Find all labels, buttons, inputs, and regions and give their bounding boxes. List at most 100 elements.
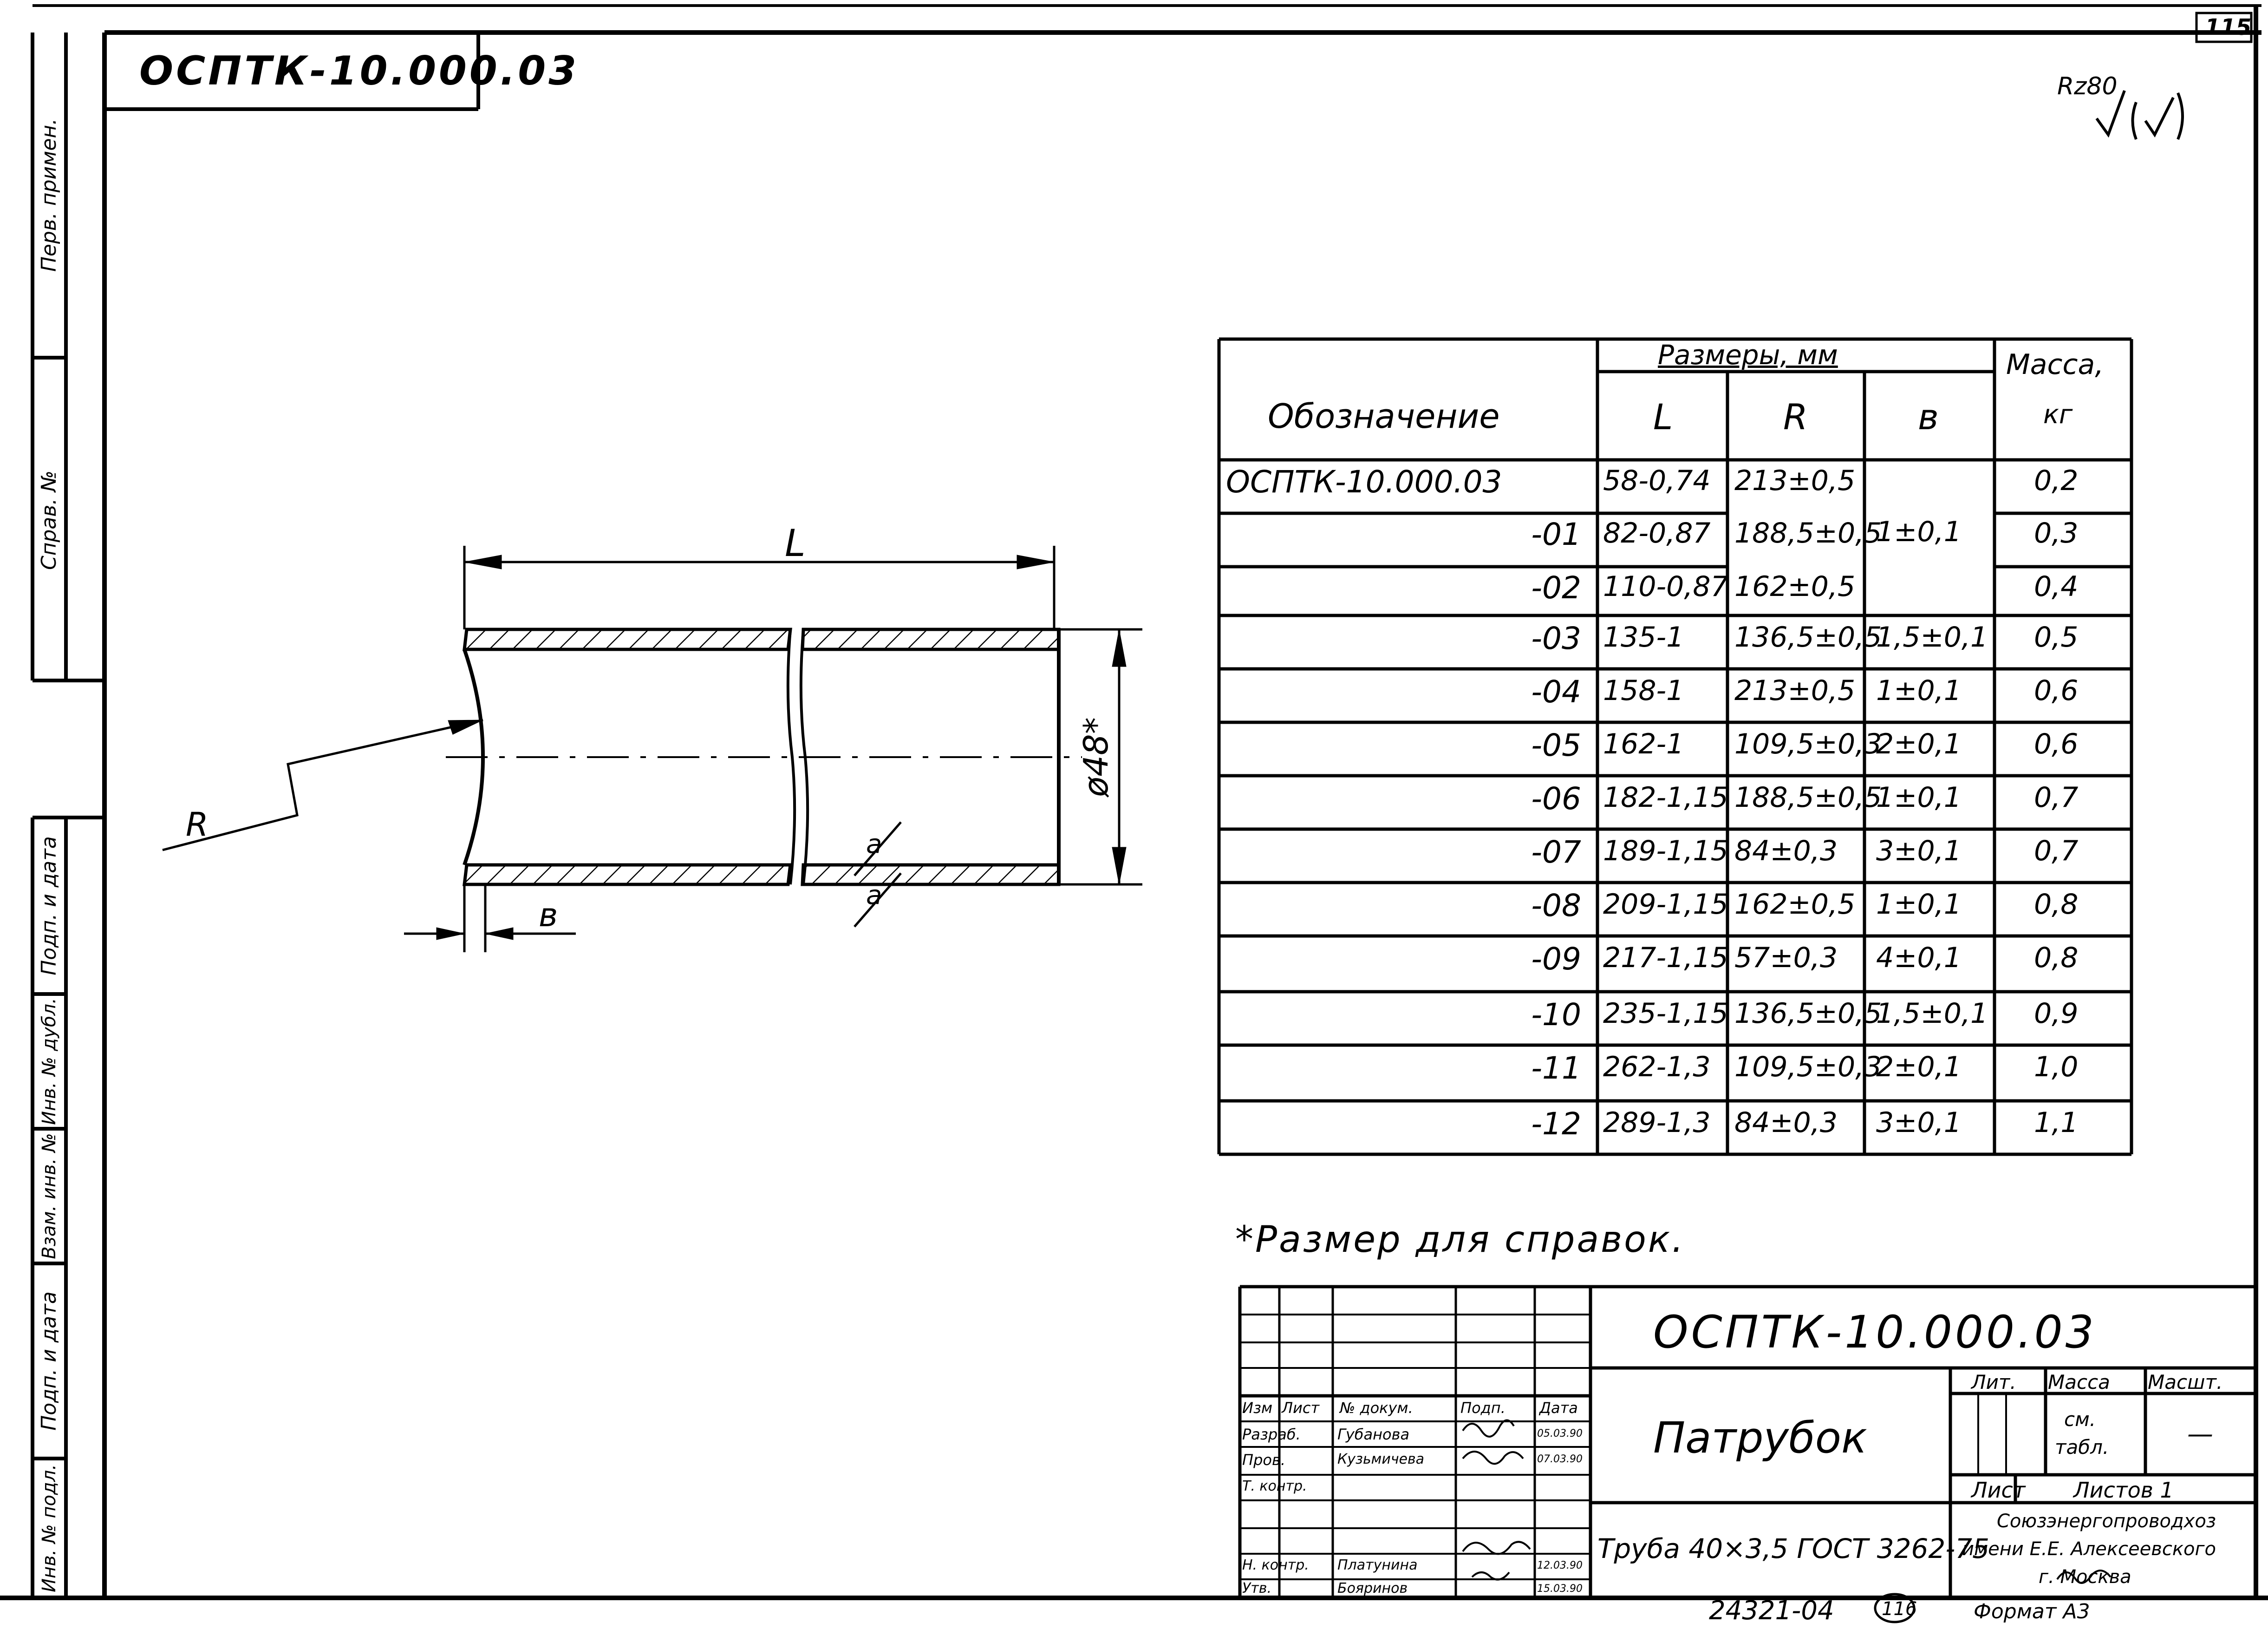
row-R: 213±0,5 [1734, 674, 1856, 707]
role-developer-name: Губанова [1337, 1426, 1410, 1443]
row-mass: 0,7 [2034, 835, 2079, 867]
role-approver: Утв. [1242, 1580, 1271, 1596]
row-L: 82-0,87 [1603, 517, 1711, 550]
row-b: 1±0,1 [1876, 516, 1962, 548]
table-header-mass: Масса, [2006, 348, 2104, 381]
row-b: 3±0,1 [1876, 835, 1962, 867]
side-stamp-replace-inv: Взам. инв. № [39, 1133, 60, 1259]
mass-label: Масса [2048, 1371, 2110, 1393]
row-mass: 1,0 [2034, 1051, 2079, 1083]
table-header-dimensions: Размеры, мм [1658, 339, 1838, 371]
table-header-R: R [1783, 396, 1808, 438]
organization-line-2: имени Е.Е. Алексеевского [1962, 1538, 2216, 1560]
row-R: 109,5±0,3 [1734, 728, 1882, 760]
row-R: 213±0,5 [1734, 464, 1856, 497]
role-norm-control-date: 12.03.90 [1537, 1560, 1583, 1571]
row-mass: 0,8 [2034, 942, 2079, 974]
section-mark-top: а [866, 829, 882, 859]
format-label: Формат А3 [1974, 1600, 2090, 1623]
row-L: 110-0,87 [1603, 570, 1728, 603]
mass-value-line-2: табл. [2055, 1436, 2109, 1459]
table-header-mass-unit: кг [2043, 399, 2073, 430]
role-approver-name: Бояринов [1337, 1580, 1408, 1596]
table-header-designation: Обозначение [1268, 397, 1500, 436]
side-stamp-sign-date-2: Подп. и дата [37, 1291, 61, 1431]
role-developer: Разраб. [1242, 1426, 1301, 1443]
side-stamp-dup-inv: Инв. № дубл. [39, 998, 60, 1125]
mirrored-code-frame [104, 33, 480, 111]
row-mass: 0,9 [2034, 997, 2079, 1030]
row-designation: -04 [1531, 674, 1581, 710]
row-b: 2±0,1 [1876, 728, 1962, 760]
row-R: 188,5±0,5 [1734, 781, 1882, 814]
role-norm-control: Н. контр. [1242, 1557, 1309, 1573]
row-mass: 0,6 [2034, 674, 2079, 707]
row-designation: -09 [1531, 941, 1581, 977]
tb-header-doc: № докум. [1340, 1399, 1413, 1417]
tb-header-date: Дата [1539, 1399, 1578, 1417]
row-b: 1±0,1 [1876, 674, 1962, 707]
row-mass: 1,1 [2034, 1106, 2079, 1139]
row-designation: -10 [1531, 997, 1581, 1033]
sheet-number: 115 [2205, 14, 2252, 40]
row-R: 57±0,3 [1734, 942, 1838, 974]
role-checker-date: 07.03.90 [1537, 1453, 1583, 1465]
role-approver-date: 15.03.90 [1537, 1583, 1583, 1595]
sheets-label: Листов 1 [2073, 1478, 2174, 1503]
row-L: 135-1 [1603, 621, 1684, 654]
page-number: 116 [1882, 1598, 1917, 1620]
row-designation: ОСПТК-10.000.03 [1226, 464, 1502, 500]
row-R: 188,5±0,5 [1734, 517, 1882, 550]
organization-line-3: г. Москва [2039, 1566, 2131, 1588]
row-R: 84±0,3 [1734, 1106, 1838, 1139]
section-mark-bottom: а [866, 880, 882, 910]
row-mass: 0,6 [2034, 728, 2079, 760]
row-R: 162±0,5 [1734, 888, 1856, 921]
roughness-label: Rz80 [2057, 72, 2118, 100]
dim-label-b: в [539, 896, 558, 934]
role-checker-name: Кузьмичева [1337, 1451, 1425, 1467]
tb-header-izm: Изм [1242, 1399, 1273, 1417]
row-b: 3±0,1 [1876, 1106, 1962, 1139]
row-L: 209-1,15 [1603, 888, 1728, 921]
pipe-drawing [162, 546, 1142, 952]
row-b: 2±0,1 [1876, 1051, 1962, 1083]
row-b: 1±0,1 [1876, 888, 1962, 921]
mirrored-drawing-code: ОСПТК-10.000.03 [139, 48, 580, 94]
row-designation: -01 [1531, 517, 1581, 552]
sheet-label: Лист [1971, 1478, 2026, 1503]
sheet-frame [0, 4, 2268, 1600]
row-designation: -05 [1531, 727, 1581, 763]
tb-header-list: Лист [1282, 1399, 1320, 1417]
scale-value: — [2187, 1419, 2213, 1449]
row-L: 182-1,15 [1603, 781, 1728, 814]
row-L: 289-1,3 [1603, 1106, 1711, 1139]
row-designation: -11 [1531, 1050, 1581, 1086]
row-L: 217-1,15 [1603, 942, 1728, 974]
table-header-b: в [1918, 396, 1939, 438]
inventory-number: 24321-04 [1709, 1596, 1834, 1626]
signature-marks [1462, 1419, 2112, 1584]
row-b: 1±0,1 [1876, 781, 1962, 814]
row-R: 84±0,3 [1734, 835, 1838, 867]
row-L: 235-1,15 [1603, 997, 1728, 1030]
tb-header-sign: Подп. [1460, 1399, 1505, 1417]
row-designation: -08 [1531, 888, 1581, 923]
row-designation: -03 [1531, 621, 1581, 656]
row-R: 109,5±0,3 [1734, 1051, 1882, 1083]
dim-label-R: R [186, 805, 209, 844]
title-block-name: Патрубок [1653, 1413, 1867, 1463]
dim-label-L: L [785, 522, 806, 565]
row-R: 136,5±0,5 [1734, 997, 1882, 1030]
role-norm-control-name: Платунина [1337, 1557, 1418, 1573]
mass-value-line-1: см. [2064, 1408, 2096, 1431]
role-checker: Пров. [1242, 1451, 1285, 1469]
row-R: 136,5±0,5 [1734, 621, 1882, 654]
side-stamp-orig-inv: Инв. № подл. [39, 1464, 60, 1592]
row-designation: -02 [1531, 570, 1581, 606]
row-R: 162±0,5 [1734, 570, 1856, 603]
scale-label: Масшт. [2148, 1371, 2223, 1393]
row-L: 162-1 [1603, 728, 1684, 760]
row-L: 262-1,3 [1603, 1051, 1711, 1083]
